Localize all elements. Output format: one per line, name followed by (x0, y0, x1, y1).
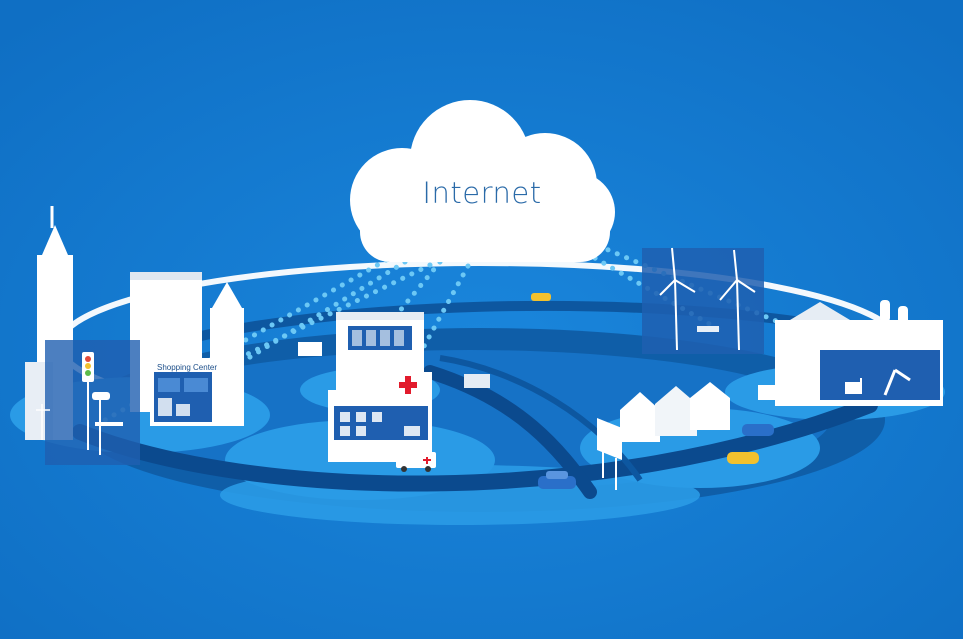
hospital-icon (328, 372, 432, 462)
street-lamp-icon (36, 404, 123, 440)
skyscraper-icon (25, 206, 244, 465)
road-curve-inner (439, 355, 643, 482)
forklift-icon (845, 378, 862, 394)
road-main (72, 397, 878, 492)
shopping-center-icon (150, 358, 216, 426)
robot-arm-icon (883, 368, 911, 396)
security-camera-icon (92, 392, 110, 455)
house-icon (620, 382, 730, 442)
ambulance-icon (396, 452, 436, 472)
traffic-light-icon (82, 352, 94, 450)
shopping-center-sign: Shopping Center (157, 363, 218, 372)
truck-icon (298, 342, 786, 400)
wind-turbine-icon (642, 247, 764, 354)
cloud-icon (350, 100, 615, 262)
cloud-label: Internet (422, 176, 542, 210)
connection-line-building (212, 262, 433, 373)
car-icon (531, 293, 774, 489)
billboard-icon (597, 418, 622, 490)
connection-line-hospital (397, 263, 471, 393)
road-curve (423, 365, 597, 499)
